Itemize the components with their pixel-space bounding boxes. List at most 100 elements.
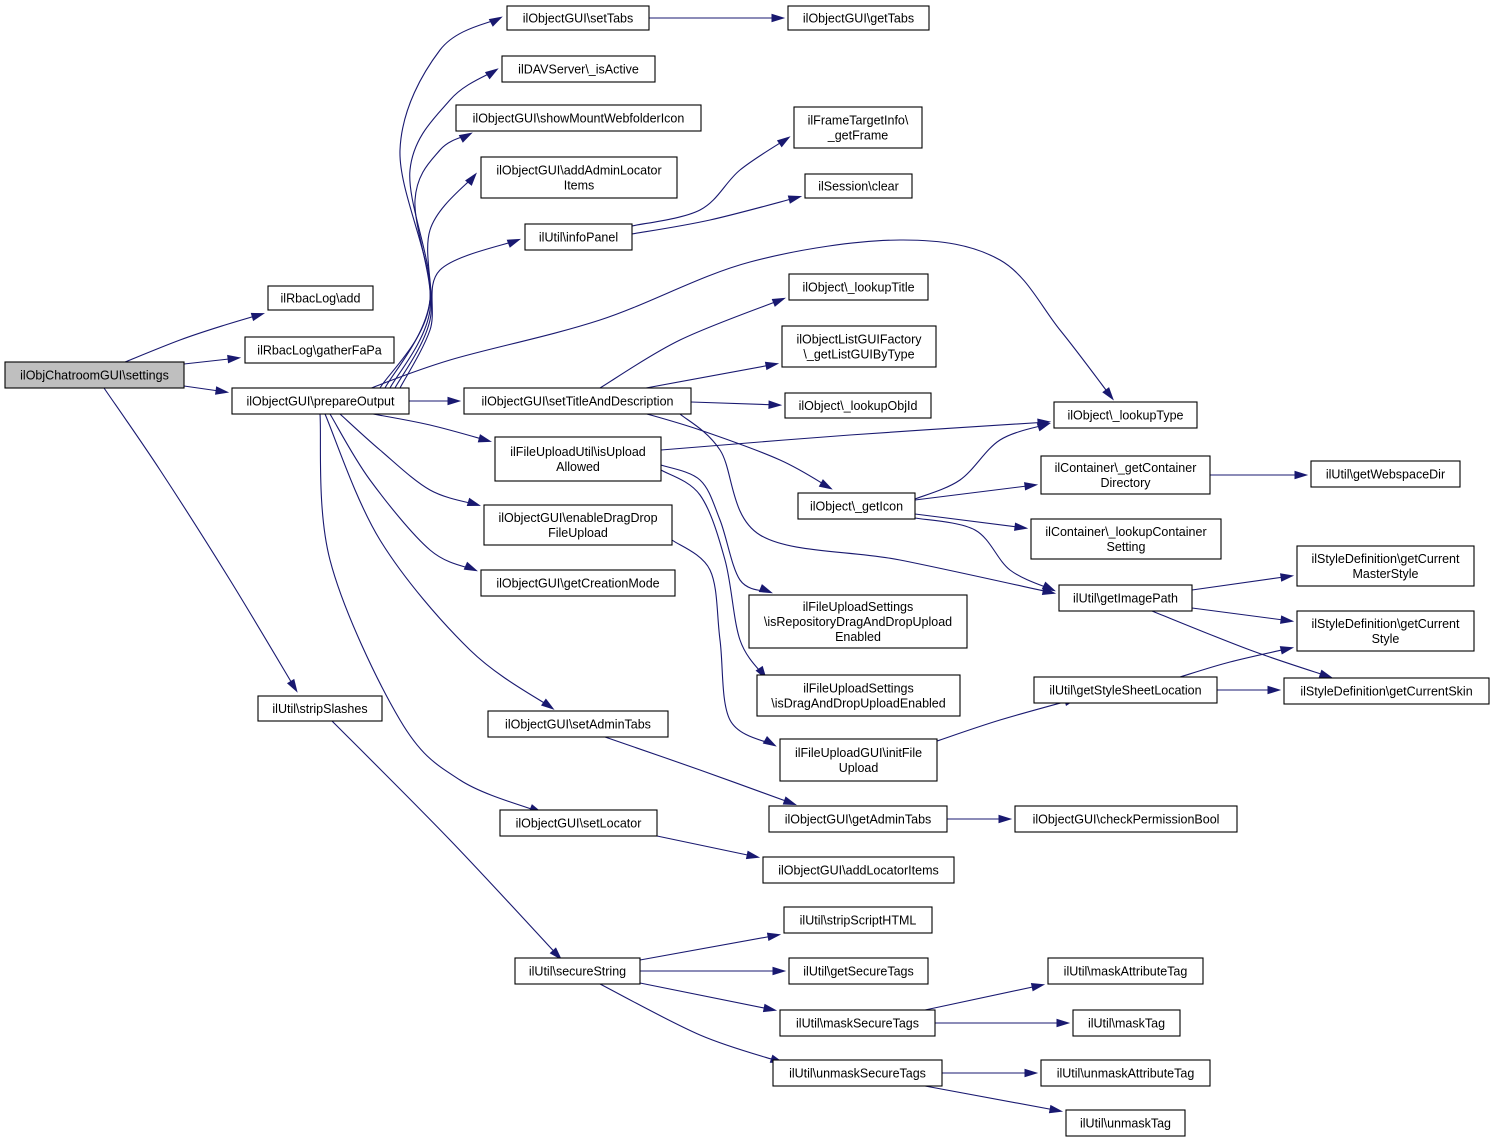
node-lookup_title[interactable]: ilObject\_lookupTitle — [788, 273, 929, 301]
node-box[interactable] — [787, 5, 930, 31]
node-strip_slashes[interactable]: ilUtil\stripSlashes — [257, 695, 383, 722]
node-box[interactable] — [480, 156, 678, 199]
node-box[interactable] — [783, 906, 933, 934]
node-box[interactable] — [748, 594, 968, 649]
node-box[interactable] — [506, 5, 650, 31]
edge-get_icon-to-get_container_dir — [914, 482, 1039, 501]
node-box[interactable] — [1296, 545, 1475, 587]
edge-line — [389, 133, 471, 389]
node-box[interactable] — [1283, 677, 1490, 705]
node-box[interactable] — [501, 55, 656, 83]
node-repo_dnd_enabled[interactable]: ilFileUploadSettings\isRepositoryDragAnd… — [748, 594, 968, 649]
node-box[interactable] — [772, 1059, 943, 1087]
node-mask_attr_tag[interactable]: ilUtil\maskAttributeTag — [1047, 957, 1204, 985]
node-box[interactable] — [1058, 584, 1193, 612]
node-box[interactable] — [1014, 805, 1238, 833]
node-box[interactable] — [779, 1009, 936, 1037]
node-set_locator[interactable]: ilObjectGUI\setLocator — [499, 809, 658, 837]
node-box[interactable] — [244, 336, 395, 364]
node-prepare[interactable]: ilObjectGUI\prepareOutput — [231, 387, 410, 415]
node-current_skin[interactable]: ilStyleDefinition\getCurrentSkin — [1283, 677, 1490, 705]
node-box[interactable] — [804, 173, 913, 199]
node-box[interactable] — [1310, 460, 1461, 488]
node-get_tabs[interactable]: ilObjectGUI\getTabs — [787, 5, 930, 31]
node-box[interactable] — [788, 957, 929, 985]
node-stylesheet_loc[interactable]: ilUtil\getStyleSheetLocation — [1033, 676, 1218, 704]
node-secure_string[interactable]: ilUtil\secureString — [514, 957, 641, 985]
node-box[interactable] — [1033, 676, 1218, 704]
node-unmask_tag[interactable]: ilUtil\unmaskTag — [1065, 1109, 1186, 1137]
node-box[interactable] — [514, 957, 641, 985]
node-box[interactable] — [1030, 518, 1222, 560]
node-box[interactable] — [1072, 1009, 1181, 1037]
node-check_perm[interactable]: ilObjectGUI\checkPermissionBool — [1014, 805, 1238, 833]
node-get_icon[interactable]: ilObject\_getIcon — [797, 492, 916, 520]
node-set_admin_tabs[interactable]: ilObjectGUI\setAdminTabs — [487, 710, 669, 738]
node-set_tabs[interactable]: ilObjectGUI\setTabs — [506, 5, 650, 31]
node-dnd_enabled[interactable]: ilFileUploadSettings\isDragAndDropUpload… — [756, 674, 961, 717]
node-session_clear[interactable]: ilSession\clear — [804, 173, 913, 199]
node-strip_script[interactable]: ilUtil\stripScriptHTML — [783, 906, 933, 934]
node-unmask_secure_tags[interactable]: ilUtil\unmaskSecureTags — [772, 1059, 943, 1087]
node-box[interactable] — [455, 104, 702, 132]
node-lookup_type[interactable]: ilObject\_lookupType — [1053, 401, 1198, 429]
node-box[interactable] — [1040, 455, 1211, 495]
node-box[interactable] — [257, 695, 383, 722]
node-lookup_objid[interactable]: ilObject\_lookupObjId — [784, 392, 932, 419]
node-box[interactable] — [480, 569, 676, 597]
node-box[interactable] — [768, 805, 948, 833]
node-unmask_attr_tag[interactable]: ilUtil\unmaskAttributeTag — [1040, 1059, 1211, 1087]
node-show_mount[interactable]: ilObjectGUI\showMountWebfolderIcon — [455, 104, 702, 132]
node-box[interactable] — [797, 492, 916, 520]
node-box[interactable] — [1296, 610, 1475, 652]
node-rbac_add[interactable]: ilRbacLog\add — [267, 285, 374, 311]
node-box[interactable] — [788, 273, 929, 301]
node-box[interactable] — [524, 223, 633, 251]
edge-line — [936, 698, 1076, 742]
node-box[interactable] — [499, 809, 658, 837]
node-box[interactable] — [231, 387, 410, 415]
node-add_locator_items[interactable]: ilObjectGUI\addLocatorItems — [762, 856, 955, 884]
node-box[interactable] — [793, 106, 923, 149]
node-settings[interactable]: ilObjChatroomGUI\settings — [4, 361, 185, 389]
node-get_secure_tags[interactable]: ilUtil\getSecureTags — [788, 957, 929, 985]
node-box[interactable] — [1040, 1059, 1211, 1087]
node-info_panel[interactable]: ilUtil\infoPanel — [524, 223, 633, 251]
node-label: ilObjectGUI\getAdminTabs — [785, 813, 932, 827]
node-list_gui_factory[interactable]: ilObjectListGUIFactory\_getListGUIByType — [781, 325, 937, 368]
node-box[interactable] — [487, 710, 669, 738]
node-box[interactable] — [762, 856, 955, 884]
node-mask_secure_tags[interactable]: ilUtil\maskSecureTags — [779, 1009, 936, 1037]
node-set_title_desc[interactable]: ilObjectGUI\setTitleAndDescription — [463, 387, 692, 415]
edge-get_container_dir-to-get_webspace_dir — [1210, 470, 1309, 480]
edge-get_icon-to-get_image_path — [914, 517, 1056, 592]
node-box[interactable] — [483, 504, 673, 546]
node-box[interactable] — [1065, 1109, 1186, 1137]
node-box[interactable] — [756, 674, 961, 717]
node-box[interactable] — [267, 285, 374, 311]
node-box[interactable] — [784, 392, 932, 419]
node-dav_active[interactable]: ilDAVServer\_isActive — [501, 55, 656, 83]
node-rbac_gather[interactable]: ilRbacLog\gatherFaPa — [244, 336, 395, 364]
node-box[interactable] — [779, 738, 938, 782]
node-mask_tag[interactable]: ilUtil\maskTag — [1072, 1009, 1181, 1037]
node-get_webspace_dir[interactable]: ilUtil\getWebspaceDir — [1310, 460, 1461, 488]
node-box[interactable] — [494, 436, 662, 482]
node-get_admin_tabs[interactable]: ilObjectGUI\getAdminTabs — [768, 805, 948, 833]
node-box[interactable] — [1053, 401, 1198, 429]
node-box[interactable] — [781, 325, 937, 368]
node-get_frame[interactable]: ilFrameTargetInfo\_getFrame — [793, 106, 923, 149]
node-get_image_path[interactable]: ilUtil\getImagePath — [1058, 584, 1193, 612]
node-get_creation_mode[interactable]: ilObjectGUI\getCreationMode — [480, 569, 676, 597]
node-box[interactable] — [463, 387, 692, 415]
node-box[interactable] — [1047, 957, 1204, 985]
node-box[interactable] — [4, 361, 185, 389]
